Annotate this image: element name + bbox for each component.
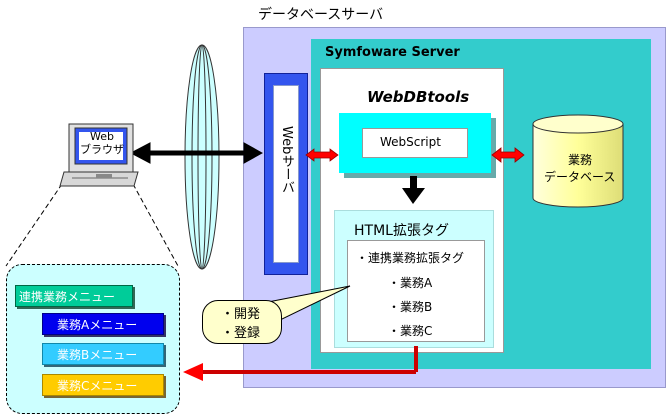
menu-c-label: 業務Cメニュー	[57, 379, 138, 393]
callout-line2: ・登録	[221, 326, 261, 341]
callout-bubble	[202, 300, 282, 344]
webscript-inner-box	[362, 128, 468, 158]
html-ext-item: ・連携業務拡張タグ	[356, 251, 465, 265]
menu-a-button[interactable]: 業務Aメニュー	[42, 313, 164, 335]
html-ext-item: ・業務A	[388, 276, 433, 290]
computer-icon	[59, 123, 139, 187]
webserver-webscript-arrow	[305, 148, 339, 162]
webscript-html-arrow	[402, 176, 425, 204]
web-server-inner	[273, 85, 299, 263]
menu-b-label: 業務Bメニュー	[57, 348, 138, 362]
browser-label-line1: Web	[90, 130, 114, 143]
webscript-db-arrow	[491, 147, 525, 163]
browser-webserver-arrow	[129, 142, 264, 164]
webscript-label: WebScript	[380, 135, 441, 149]
html-ext-item: ・業務C	[388, 324, 433, 338]
browser-label-line2: ブラウザ	[80, 143, 124, 156]
return-arrow	[183, 346, 418, 381]
menu-b-button[interactable]: 業務Bメニュー	[42, 343, 164, 365]
html-ext-item: ・業務B	[388, 300, 433, 314]
network-tube	[184, 44, 220, 270]
menu-main-label: 連携業務メニュー	[19, 290, 116, 304]
database-label-line2: データベース	[544, 170, 616, 184]
callout-line1: ・開発	[221, 307, 261, 322]
menu-a-label: 業務Aメニュー	[57, 318, 138, 332]
html-ext-title: HTML拡張タグ	[354, 223, 449, 239]
menu-main-button[interactable]: 連携業務メニュー	[15, 285, 133, 307]
webdbtools-label: WebDBtools	[367, 88, 470, 106]
html-ext-list	[347, 240, 485, 342]
db-server-label: データベースサーバ	[258, 7, 384, 23]
symfoware-label: Symfoware Server	[325, 45, 460, 60]
zoom-triangle	[5, 183, 179, 267]
database-label-line1: 業務	[568, 153, 593, 167]
web-server-label: Webサーバ	[279, 126, 294, 194]
menu-c-button[interactable]: 業務Cメニュー	[42, 374, 164, 396]
database-cylinder	[532, 114, 624, 208]
